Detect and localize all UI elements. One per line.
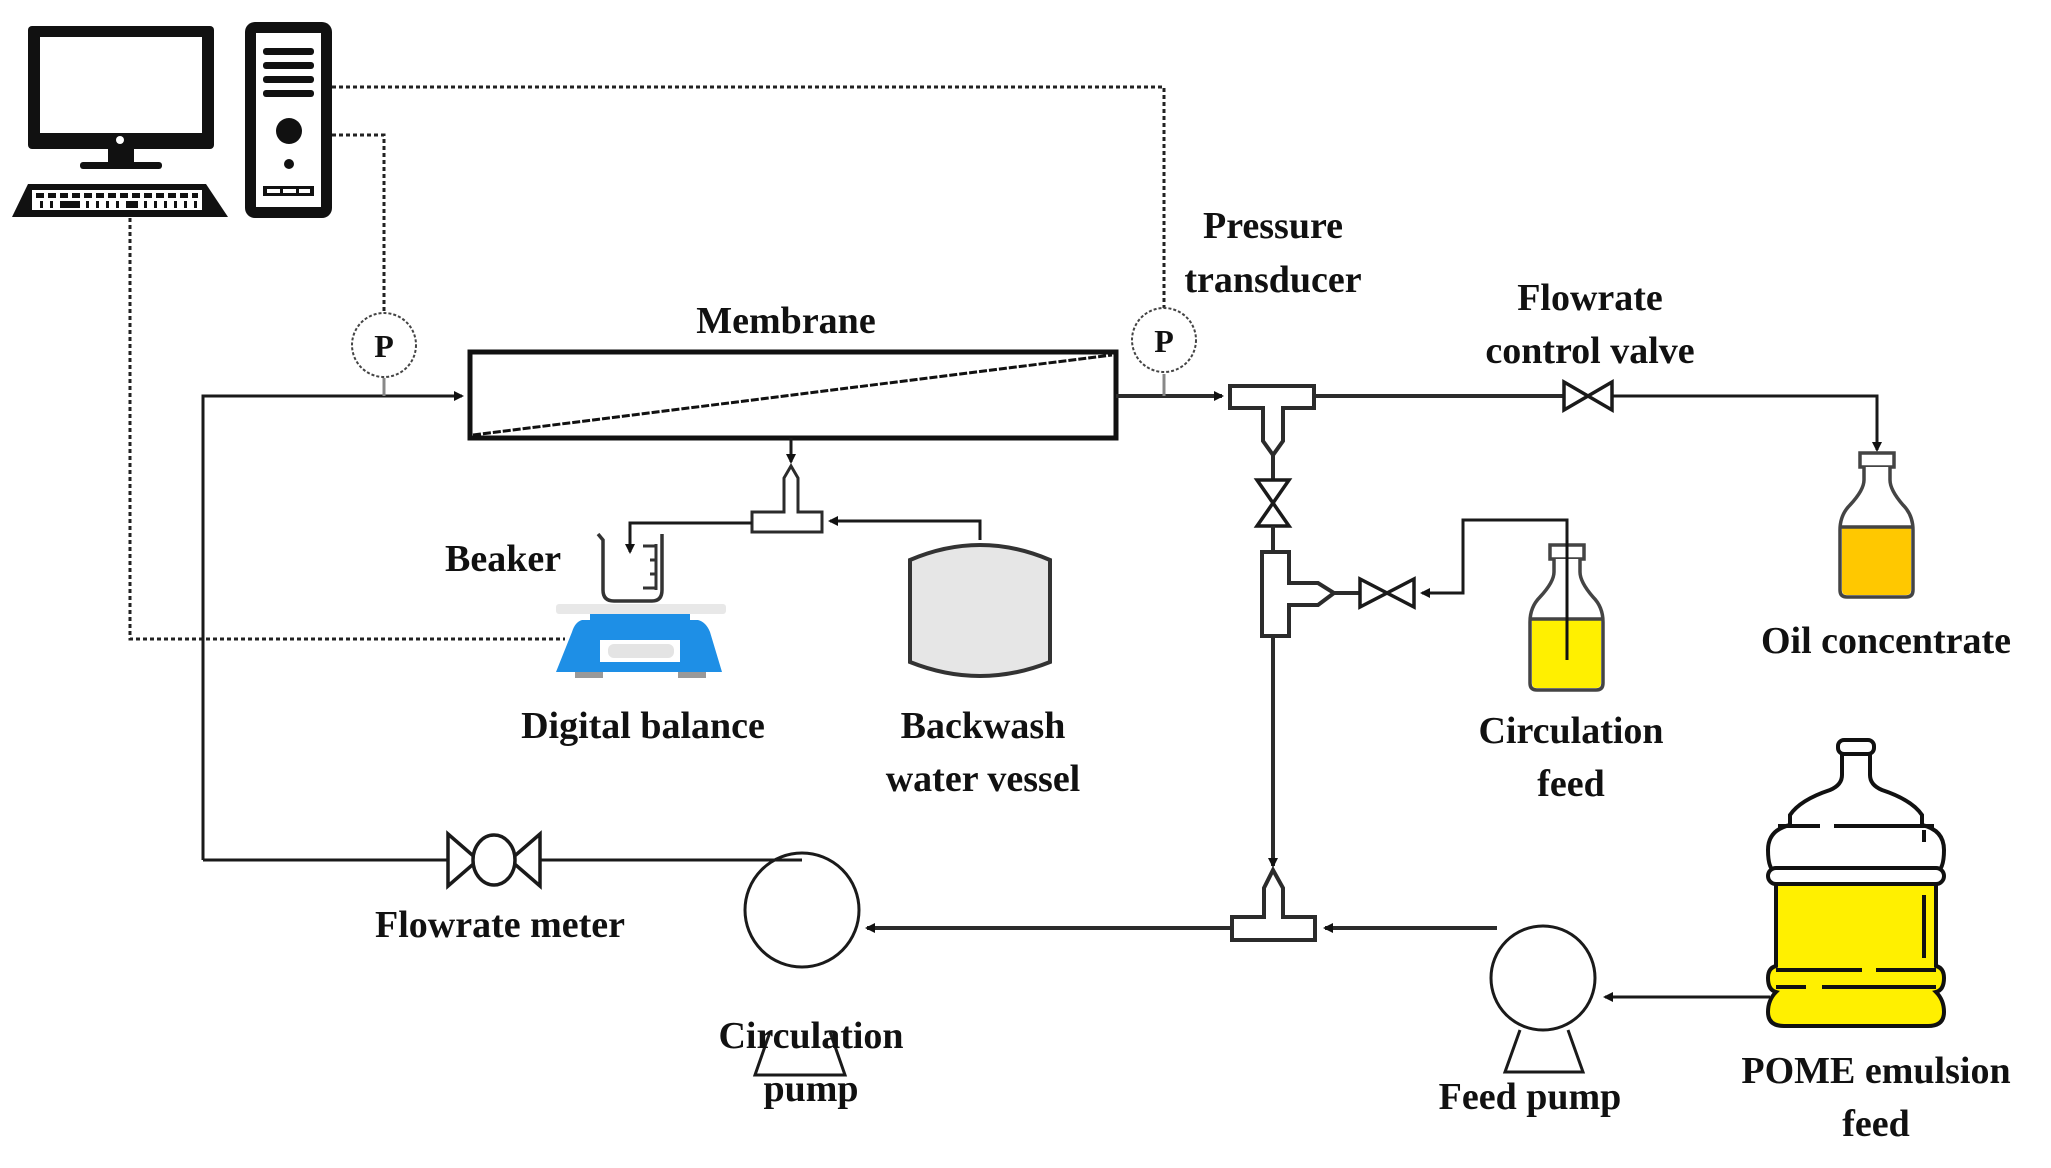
label-pressure-transducer-1: Pressure xyxy=(1203,205,1343,247)
label-membrane: Membrane xyxy=(696,300,875,342)
keyboard-icon xyxy=(12,184,228,217)
label-circulation-feed-2: feed xyxy=(1537,763,1605,805)
pipe-tee-to-beaker xyxy=(625,521,752,554)
backwash-vessel-icon xyxy=(908,543,1052,678)
beaker-icon xyxy=(596,532,664,603)
label-backwash-1: Backwash xyxy=(901,705,1066,747)
label-feed-pump: Feed pump xyxy=(1439,1076,1622,1118)
computer xyxy=(12,22,332,218)
label-circulation-pump-1: Circulation xyxy=(718,1015,903,1057)
flowrate-meter-icon xyxy=(446,830,542,890)
pipe-return-to-membrane xyxy=(201,391,464,860)
signal-line-keyboard-to-balance xyxy=(128,218,565,641)
label-backwash-2: water vessel xyxy=(886,758,1081,800)
inlet-pressure-transducer: P xyxy=(351,312,417,378)
oil-concentrate-bottle-icon xyxy=(1838,451,1915,599)
pipe-backwash-to-tee xyxy=(828,516,982,540)
pipe-valve-to-oil-concentrate xyxy=(1612,394,1882,452)
digital-balance-icon xyxy=(556,604,726,678)
circulation-feed-valve[interactable] xyxy=(1358,576,1416,610)
signal-line-tower-to-inlet-transducer xyxy=(332,133,386,312)
label-digital-balance: Digital balance xyxy=(521,705,765,747)
monitor-icon xyxy=(28,26,214,169)
label-beaker: Beaker xyxy=(445,538,561,580)
label-flowrate-valve-1: Flowrate xyxy=(1517,277,1663,319)
label-pressure-transducer-2: transducer xyxy=(1184,259,1361,301)
label-oil-concentrate: Oil concentrate xyxy=(1761,620,2011,662)
label-pome-2: feed xyxy=(1842,1103,1910,1145)
tee-top xyxy=(1228,384,1316,459)
signal-line-tower-to-outlet-transducer xyxy=(332,85,1166,308)
tee-permeate xyxy=(750,463,824,534)
flowrate-control-valve[interactable] xyxy=(1562,378,1614,414)
feed-pump-icon[interactable] xyxy=(1489,924,1597,1074)
vertical-isolation-valve[interactable] xyxy=(1253,478,1293,528)
pome-feed-jug-icon xyxy=(1765,738,1947,1028)
membrane-module xyxy=(467,349,1119,441)
label-circulation-feed-1: Circulation xyxy=(1478,710,1663,752)
label-pome-1: POME emulsion xyxy=(1741,1050,2010,1092)
circulation-feed-bottle-icon xyxy=(1528,540,1605,692)
gauge-symbol: P xyxy=(374,328,394,364)
outlet-pressure-transducer: P xyxy=(1131,307,1197,373)
computer-tower-icon xyxy=(245,22,332,218)
label-circulation-pump-2: pump xyxy=(763,1068,858,1110)
label-flowrate-valve-2: control valve xyxy=(1485,330,1694,372)
circulation-pump-icon[interactable] xyxy=(743,851,861,1077)
tee-bottom xyxy=(1230,865,1317,942)
gauge-symbol: P xyxy=(1154,323,1174,359)
tee-middle xyxy=(1260,550,1338,638)
label-flowrate-meter: Flowrate meter xyxy=(375,904,625,946)
